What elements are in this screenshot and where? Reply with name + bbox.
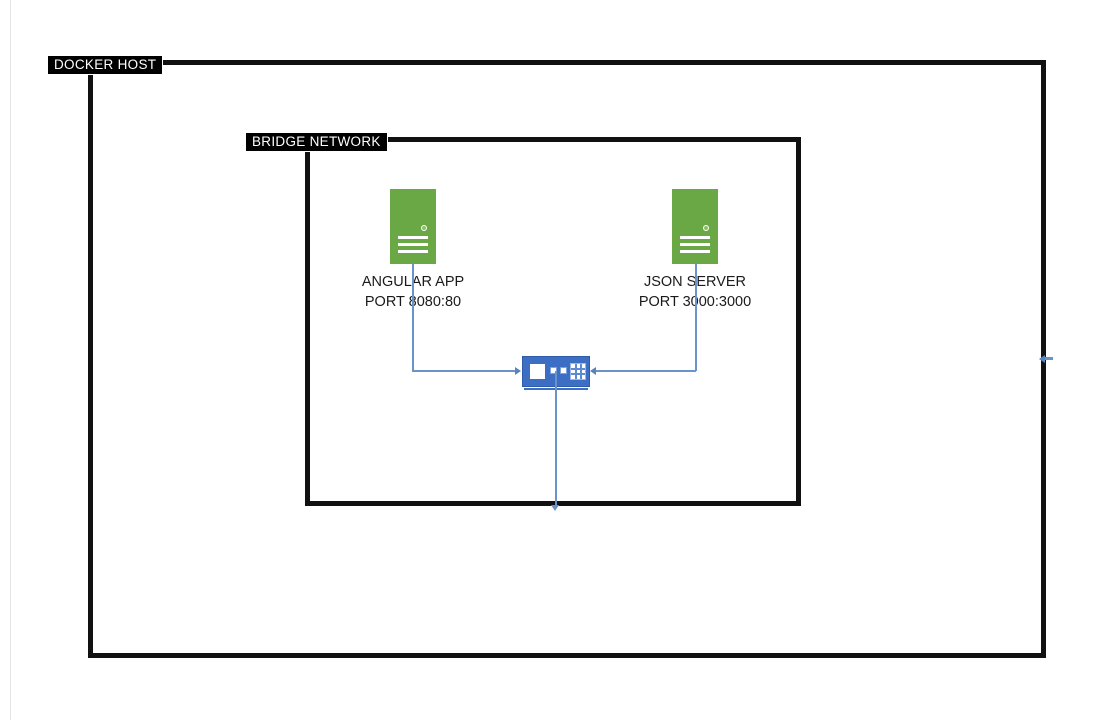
connector-angular-arrowhead [515, 367, 521, 375]
node-json-server-name: JSON SERVER [643, 274, 747, 290]
connector-external-vertical [555, 371, 557, 507]
connector-json-arrowhead [590, 367, 596, 375]
server-bar-icon [398, 243, 428, 246]
server-bar-icon [680, 250, 710, 253]
host-edge-arrowhead [1039, 355, 1045, 363]
connector-json-vertical [695, 264, 697, 371]
server-icon [390, 189, 436, 264]
switch-led-icon [560, 367, 567, 374]
server-led-icon [421, 225, 427, 231]
switch-led-icon [550, 367, 557, 374]
switch-panel-icon [530, 364, 545, 379]
server-bar-icon [680, 236, 710, 239]
server-led-icon [703, 225, 709, 231]
host-edge-connector [1044, 357, 1053, 360]
connector-external-arrowhead [551, 505, 559, 511]
server-bar-icon [680, 243, 710, 246]
server-bar-icon [398, 250, 428, 253]
connector-json-horizontal [596, 370, 696, 372]
page-guide-line [10, 0, 11, 720]
bridge-network-container [305, 137, 801, 506]
bridge-network-label: BRIDGE NETWORK [245, 132, 388, 152]
node-json-server[interactable]: JSON SERVER PORT 3000:3000 [635, 189, 755, 312]
switch-ports-icon [570, 363, 586, 380]
connector-angular-vertical [412, 264, 414, 371]
server-bar-icon [398, 236, 428, 239]
connector-angular-horizontal [412, 370, 516, 372]
docker-host-label: DOCKER HOST [47, 55, 164, 75]
server-icon [672, 189, 718, 264]
node-json-server-port: PORT 3000:3000 [638, 294, 752, 310]
